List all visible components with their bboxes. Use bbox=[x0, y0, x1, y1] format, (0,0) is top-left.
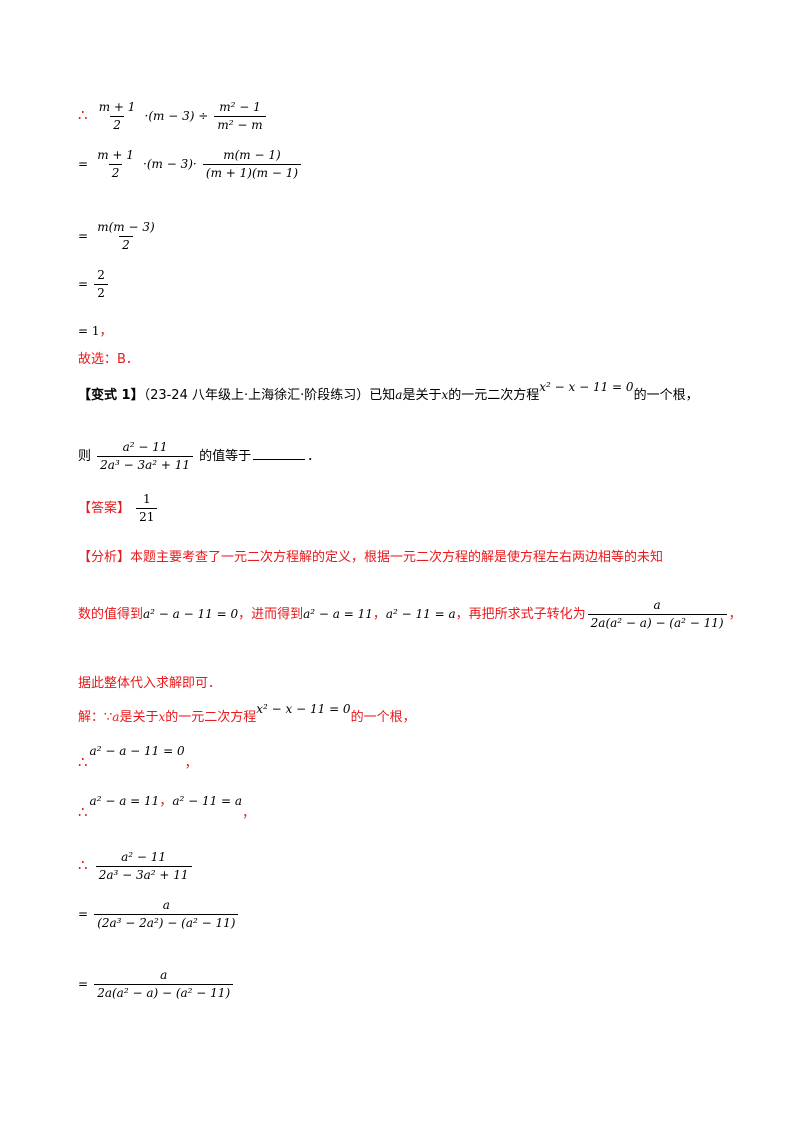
answer-label: 【答案】 bbox=[78, 501, 131, 516]
solution-step-1: ∴a² − a − 11 = 0， bbox=[78, 744, 198, 771]
expression: ·(m − 3) ÷ bbox=[144, 109, 209, 123]
because-symbol: ∵ bbox=[104, 710, 113, 725]
step-line-5: = 1， bbox=[78, 324, 113, 339]
therefore-symbol: ∴ bbox=[78, 106, 88, 124]
answer-blank bbox=[253, 459, 306, 460]
choice-line: 故选：B． bbox=[78, 352, 139, 367]
fraction: m(m − 3)2 bbox=[97, 220, 155, 252]
therefore-symbol: ∴ bbox=[78, 803, 88, 821]
analysis-line-3: 据此整体代入求解即可． bbox=[78, 676, 222, 691]
therefore-symbol: ∴ bbox=[78, 753, 88, 771]
expression: ·(m − 3)· bbox=[143, 157, 197, 171]
equation: x² − x − 11 = 0 bbox=[539, 380, 634, 394]
variant-question-line-1: 【变式 1】（23-24 八年级上·上海徐汇·阶段练习）已知a是关于x的一元二次… bbox=[78, 380, 699, 403]
solution-line-1: 解：∵a是关于x的一元二次方程x² − x − 11 = 0的一个根， bbox=[78, 702, 416, 725]
equation: x² − x − 11 = 0 bbox=[256, 702, 351, 716]
solution-step-4: = a(2a³ − 2a²) − (a² − 11) bbox=[78, 898, 240, 931]
analysis-line-2: 数的值得到a² − a − 11 = 0，进而得到a² − a = 11，a² … bbox=[78, 598, 742, 631]
variant-label: 【变式 1】 bbox=[78, 388, 144, 403]
therefore-symbol: ∴ bbox=[78, 856, 88, 874]
fraction: a(2a³ − 2a²) − (a² − 11) bbox=[94, 898, 239, 931]
fraction: m(m − 1)(m + 1)(m − 1) bbox=[202, 148, 302, 181]
solution-step-2: ∴a² − a = 11，a² − 11 = a， bbox=[78, 794, 256, 821]
analysis-line-1: 【分析】本题主要考查了一元二次方程解的定义，根据一元二次方程的解是使方程左右两边… bbox=[78, 550, 664, 565]
step-line-3: = m(m − 3)2 bbox=[78, 220, 160, 253]
analysis-label: 【分析】 bbox=[78, 550, 131, 565]
